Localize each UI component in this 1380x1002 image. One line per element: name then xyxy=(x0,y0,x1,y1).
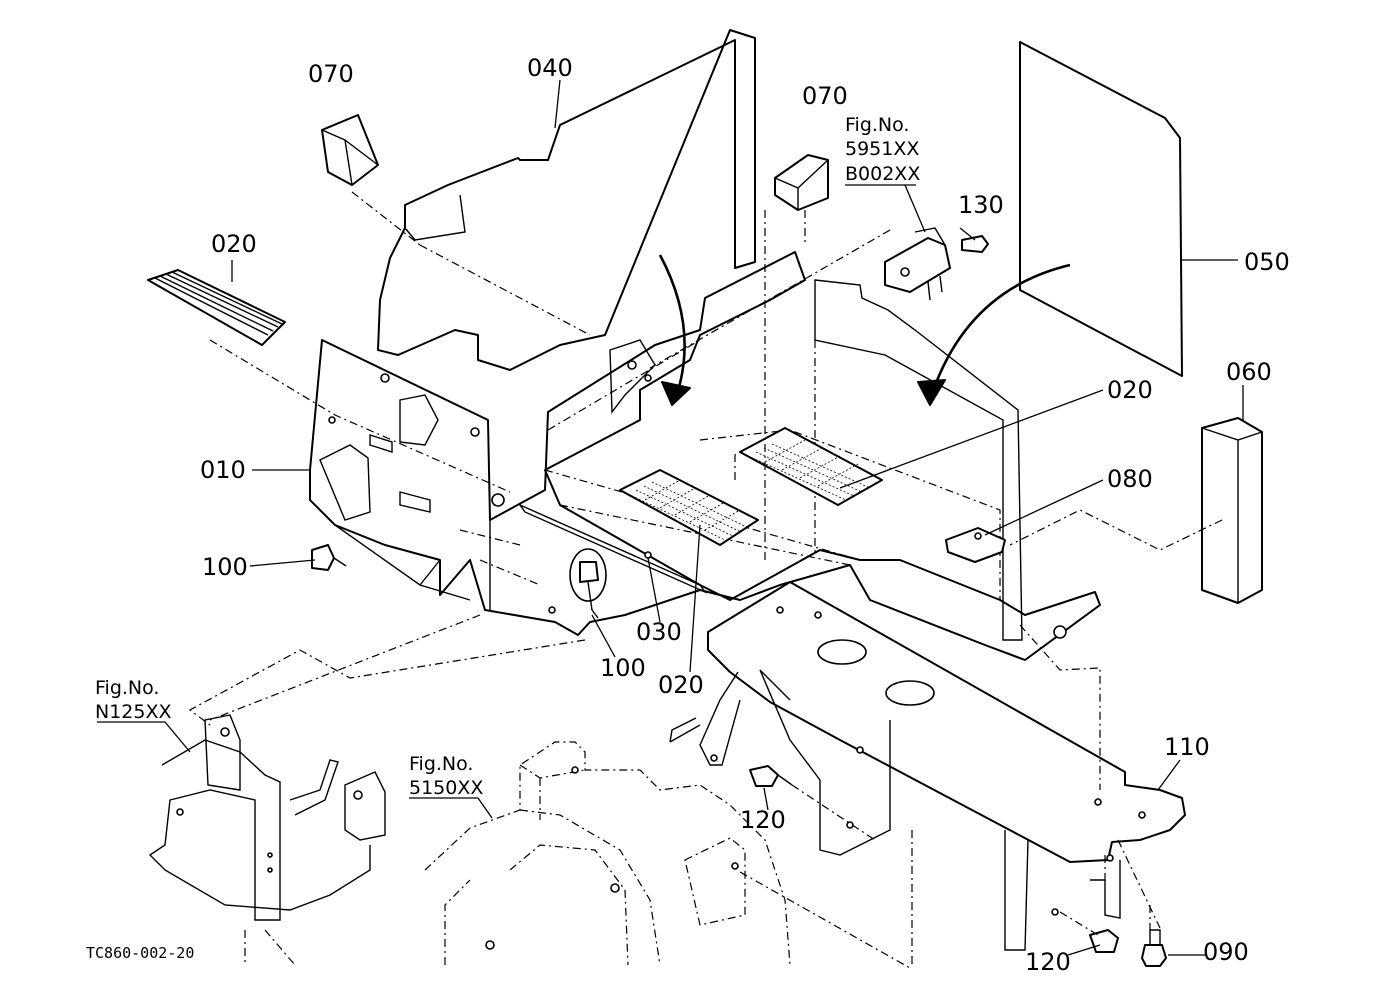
callout-060: 060 xyxy=(1226,358,1272,386)
fig-ref-n125: Fig.No. N125XX xyxy=(95,677,172,723)
engine-housing xyxy=(424,741,791,966)
fig-ref-5150: Fig.No. 5150XX xyxy=(409,753,483,799)
callout-100-left: 100 xyxy=(202,553,248,581)
fold-arrow-right xyxy=(917,263,1071,406)
fig-ref-5951-number-2: B002XX xyxy=(845,163,920,185)
part-020-grip-plate-right xyxy=(739,427,883,506)
part-100-bolt-left xyxy=(311,544,347,571)
fig-ref-5150-title: Fig.No. xyxy=(409,753,473,775)
assembly-lines xyxy=(188,191,1223,969)
part-070-cushion-right xyxy=(774,154,829,211)
callout-020-grip: 020 xyxy=(211,230,257,258)
part-020-grip-strip xyxy=(147,269,286,346)
sensor-assembly xyxy=(884,227,951,301)
part-090-bolt xyxy=(1141,929,1167,967)
callout-030: 030 xyxy=(636,618,682,646)
callout-020-center: 020 xyxy=(658,671,704,699)
fold-arrow-left xyxy=(658,254,691,406)
part-040-cover-panel xyxy=(377,29,756,371)
part-130-bolt xyxy=(961,235,989,253)
fig-ref-5150-number: 5150XX xyxy=(409,777,483,799)
fig-ref-n125-number: N125XX xyxy=(95,701,172,723)
callout-040: 040 xyxy=(527,54,573,82)
callout-010: 010 xyxy=(200,456,246,484)
drawing-code: TC860-002-20 xyxy=(86,944,194,962)
fig-ref-n125-title: Fig.No. xyxy=(95,677,159,699)
part-020-grip-plate-center xyxy=(619,469,759,546)
callout-120-upper: 120 xyxy=(740,806,786,834)
lower-left-bracket-assembly xyxy=(148,714,386,966)
callout-080: 080 xyxy=(1107,465,1153,493)
callout-070-right: 070 xyxy=(802,82,848,110)
callout-070-left: 070 xyxy=(308,60,354,88)
callout-090: 090 xyxy=(1203,938,1249,966)
fig-ref-5951: Fig.No. 5951XX B002XX xyxy=(845,114,920,185)
callout-110: 110 xyxy=(1164,733,1210,761)
part-100-bolt-center xyxy=(569,548,607,619)
part-110-frame xyxy=(669,581,1186,951)
callout-020-right: 020 xyxy=(1107,376,1153,404)
callout-130: 130 xyxy=(958,191,1004,219)
callout-120-lower: 120 xyxy=(1025,948,1071,976)
fig-ref-5951-title: Fig.No. xyxy=(845,114,909,136)
callout-050: 050 xyxy=(1244,248,1290,276)
fig-ref-5951-number: 5951XX xyxy=(845,138,919,160)
callout-100-center: 100 xyxy=(600,654,646,682)
part-060-foam-block xyxy=(1201,417,1263,604)
part-070-cushion-left xyxy=(321,114,379,186)
part-120-bolt-upper xyxy=(749,765,793,787)
part-050-side-panel xyxy=(1019,41,1183,377)
callout-labels: 070 040 070 020 130 050 060 020 010 080 … xyxy=(200,54,1290,976)
leader-lines xyxy=(97,79,1244,956)
part-080-pad xyxy=(945,527,1006,563)
